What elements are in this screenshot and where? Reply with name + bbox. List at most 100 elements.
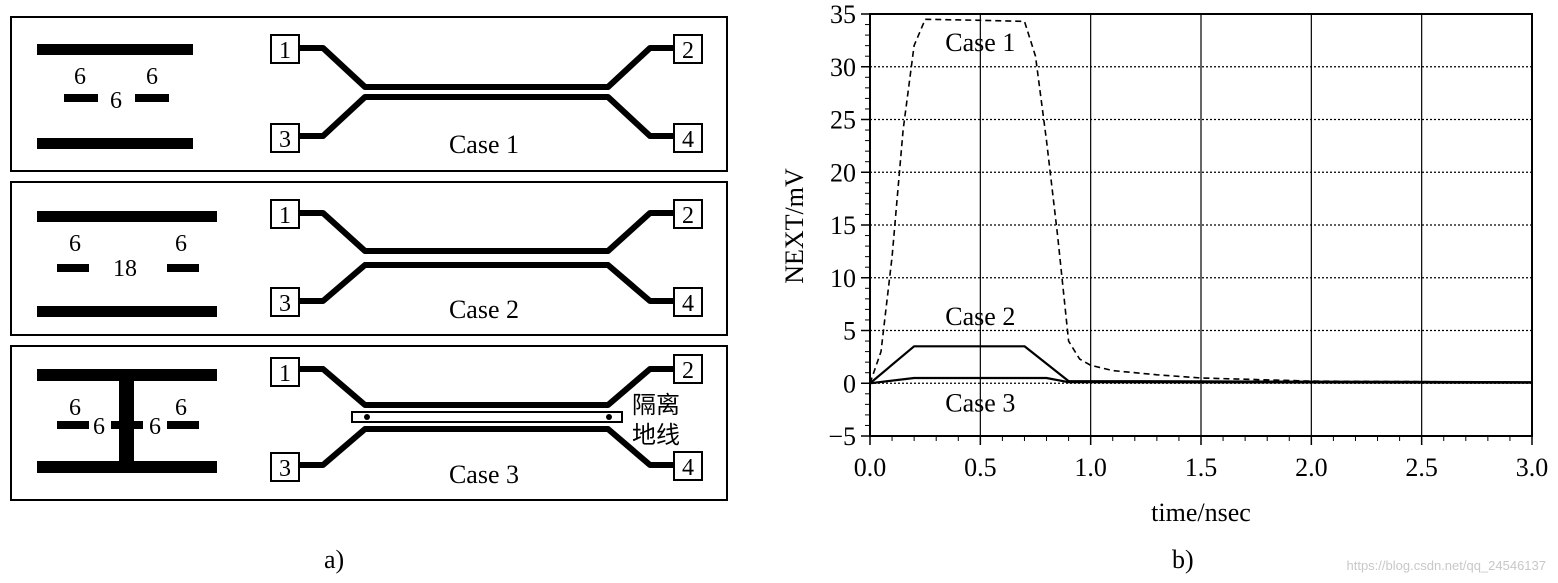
svg-text:3: 3: [279, 456, 291, 482]
next-chart: 0.0 0.5 1.0 1.5 2.0 2.5 3.0 −5 0 5 10 15 20 25 30 35 Ca…: [780, 0, 1548, 527]
case-1-frame: [10, 16, 728, 172]
trace-upper: [300, 45, 673, 90]
trace-right: [167, 264, 199, 272]
svg-text:3: 3: [279, 127, 291, 153]
guard-label-line1: 隔离: [632, 392, 680, 419]
y-tick-label: 10: [830, 264, 856, 293]
port-2: 2: [673, 199, 703, 229]
panel-b-caption: b): [1172, 545, 1194, 574]
y-tick-label: 0: [843, 369, 856, 398]
port-1: 1: [270, 34, 300, 64]
trace-upper: [300, 366, 673, 408]
panel-a-diagram: 6 6 6 1 2 3 4 Case 1 6 18 6 1 2 3 4 Case…: [10, 16, 728, 501]
x-tick-label: 2.5: [1405, 453, 1438, 482]
watermark: https://blog.csdn.net/qq_24546137: [1346, 558, 1547, 573]
case-3-frame: [10, 345, 728, 501]
port-3: 3: [270, 452, 300, 482]
svg-text:4: 4: [682, 127, 694, 153]
svg-text:1: 1: [279, 38, 291, 64]
ground-plane-top: [37, 211, 217, 222]
case-1-diagram: 6 6 6 1 2 3 4 Case 1: [10, 16, 728, 172]
case-2-frame: [10, 181, 728, 336]
y-tick-label: 35: [830, 0, 856, 29]
x-axis-label: time/nsec: [1151, 498, 1251, 527]
port-1: 1: [270, 199, 300, 229]
svg-text:1: 1: [279, 361, 291, 387]
port-4: 4: [673, 287, 703, 317]
x-tick-label: 0.5: [964, 453, 997, 482]
port-2: 2: [673, 354, 703, 384]
svg-text:1: 1: [279, 203, 291, 229]
dim-width-right: 6: [146, 64, 158, 90]
case-2-diagram: 6 18 6 1 2 3 4 Case 2: [10, 181, 728, 336]
chart-series: [869, 18, 1533, 385]
x-tick-label: 0.0: [854, 453, 887, 482]
plot-frame: [869, 13, 1533, 437]
guard-label-line2: 地线: [632, 422, 680, 449]
dim-width-left: 6: [74, 64, 86, 90]
y-axis-label: NEXT/mV: [780, 168, 809, 284]
port-2: 2: [673, 34, 703, 64]
svg-text:2: 2: [682, 358, 694, 384]
ground-plane-bottom: [37, 461, 217, 473]
svg-text:4: 4: [682, 291, 694, 317]
svg-text:2: 2: [682, 38, 694, 64]
case-2-label: Case 2: [449, 295, 519, 324]
guard-line: [351, 411, 623, 423]
ground-plane-bottom: [37, 138, 193, 149]
y-tick-label: 25: [830, 106, 856, 135]
case-1-label: Case 1: [449, 130, 519, 159]
guard-via: [119, 375, 134, 466]
guard-via-right: [606, 414, 612, 420]
y-tick-label: −5: [828, 422, 856, 451]
case-3-label: Case 3: [449, 460, 519, 489]
y-tick-label: 5: [843, 317, 856, 346]
y-tick-label: 20: [830, 158, 856, 187]
guard-trace: [111, 421, 143, 429]
dim-spacing: 18: [113, 256, 137, 282]
dim-spacing-left: 6: [93, 414, 105, 440]
chart-grid: [870, 14, 1532, 436]
port-3: 3: [270, 123, 300, 153]
svg-text:3: 3: [279, 291, 291, 317]
x-tick-label: 1.0: [1074, 453, 1107, 482]
x-tick-label: 3.0: [1516, 453, 1549, 482]
y-tick-label: 15: [830, 211, 856, 240]
series-line-case-1: [869, 18, 1533, 384]
trace-lower: [300, 426, 673, 468]
annotation-case-1: Case 1: [945, 28, 1015, 57]
dim-width-left: 6: [69, 231, 81, 257]
trace-right: [135, 94, 169, 102]
dim-spacing-right: 6: [149, 414, 161, 440]
annotation-case-2: Case 2: [945, 302, 1015, 331]
port-4: 4: [673, 451, 703, 481]
dim-width-left: 6: [69, 395, 81, 421]
ground-plane-bottom: [37, 306, 217, 317]
dim-width-right: 6: [175, 395, 187, 421]
trace-left: [57, 264, 89, 272]
trace-left: [64, 94, 98, 102]
x-tick-label: 1.5: [1185, 453, 1218, 482]
trace-right: [167, 421, 199, 429]
trace-left: [57, 421, 89, 429]
y-tick-label: 30: [830, 53, 856, 82]
dim-width-right: 6: [175, 231, 187, 257]
series-line-case-3: [869, 376, 1533, 385]
case-3-diagram: 6 6 6 6 1 2 3 4 隔离 地线 Case 3: [10, 345, 728, 501]
annotation-case-3: Case 3: [945, 389, 1015, 418]
dim-spacing: 6: [110, 88, 122, 114]
svg-text:2: 2: [682, 203, 694, 229]
trace-lower: [300, 94, 673, 139]
trace-upper: [300, 210, 673, 254]
guard-via-left: [364, 414, 370, 420]
port-3: 3: [270, 287, 300, 317]
port-4: 4: [673, 123, 703, 153]
trace-lower: [300, 262, 673, 304]
svg-text:4: 4: [682, 455, 694, 481]
x-tick-label: 2.0: [1295, 453, 1328, 482]
ground-plane-top: [37, 44, 193, 55]
chart-annotations: Case 1 Case 2 Case 3: [945, 28, 1015, 418]
panel-a-caption: a): [324, 545, 345, 574]
port-1: 1: [270, 357, 300, 387]
chart-ticks: 0.0 0.5 1.0 1.5 2.0 2.5 3.0 −5 0 5 10 15 20 25 30 35: [828, 0, 1548, 482]
